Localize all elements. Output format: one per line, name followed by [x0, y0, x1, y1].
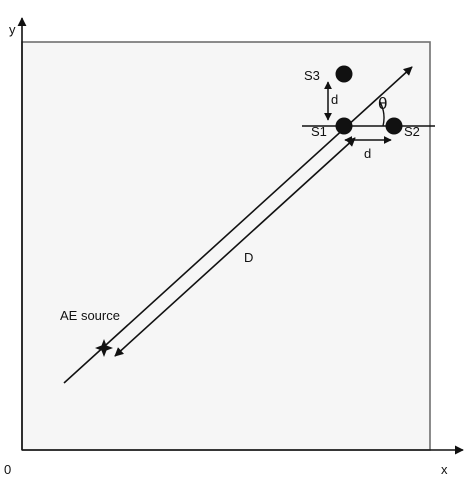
vertical-spacing-label: d: [331, 92, 338, 107]
angle-arc: [379, 101, 385, 127]
source-label: AE source: [60, 308, 120, 323]
angle-label: θ: [378, 94, 387, 113]
sensor-s1: [335, 117, 353, 135]
sensor-s3-label: S3: [304, 68, 320, 83]
sensor-s2-label: S2: [404, 124, 420, 139]
sensor-s1-label: S1: [311, 124, 327, 139]
horizontal-spacing-label: d: [364, 146, 371, 161]
y-axis-label: y: [9, 22, 16, 37]
ae-source-icon: [95, 339, 113, 357]
specimen-plate: [21, 41, 431, 451]
origin-label: 0: [4, 462, 11, 477]
sensor-s2: [385, 117, 403, 135]
distance-arrow: [114, 137, 356, 357]
distance-label: D: [244, 250, 253, 265]
sensor-s3: [335, 65, 353, 83]
x-axis-label: x: [441, 462, 448, 477]
